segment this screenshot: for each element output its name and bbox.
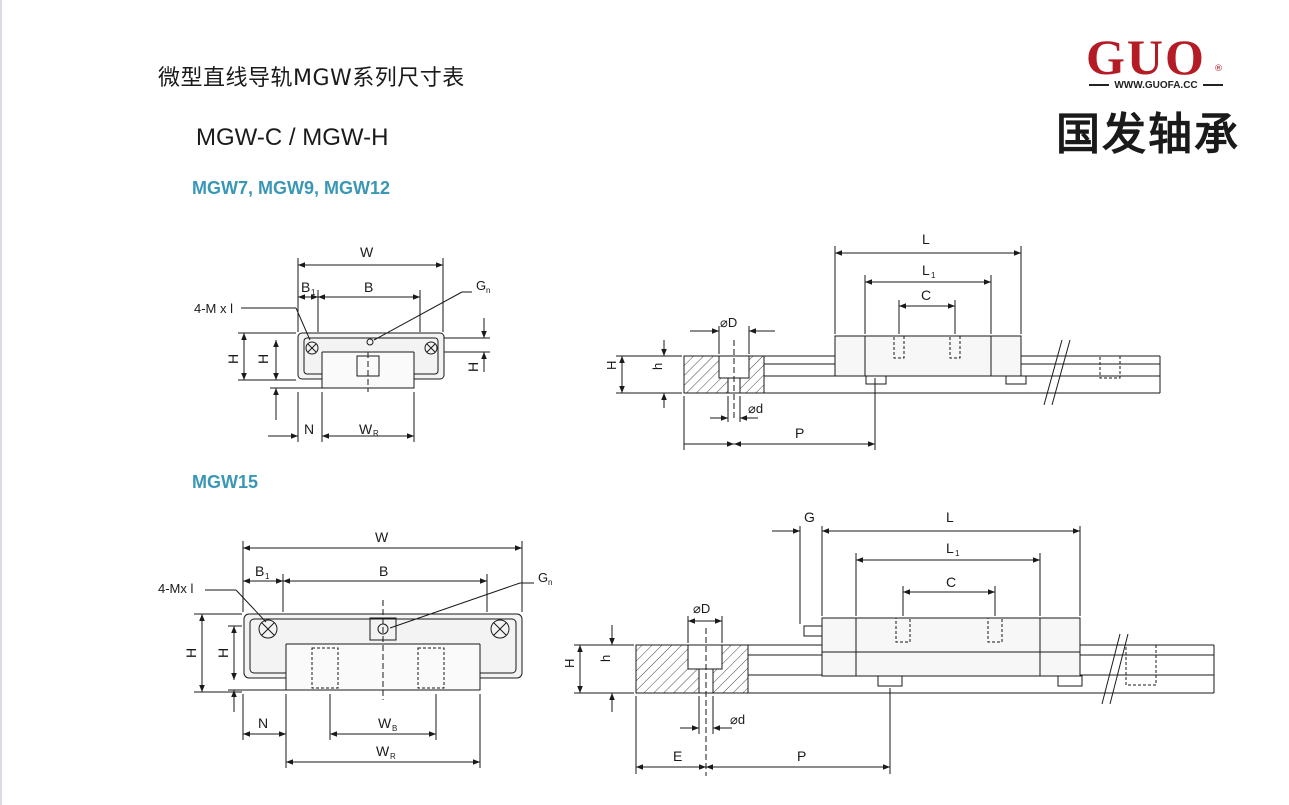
label-p: P [795, 425, 804, 441]
label-e-15: E [673, 748, 682, 764]
label-n: N [304, 421, 314, 437]
label-p-15: P [797, 748, 806, 764]
label-gn-sub-15: n [548, 578, 552, 587]
label-b: B [364, 279, 373, 295]
mgw15-end-labels: W B 1 B G n 4-Mx l H H N W B W R [158, 529, 552, 761]
label-h-small-15: h [598, 655, 613, 662]
label-gn: G [476, 278, 486, 293]
logo-chinese-name: 国发轴承 [1056, 109, 1240, 160]
mgw-small-side-labels: L L 1 C ⌀D H h ⌀d P [604, 231, 936, 441]
label-n-15: N [258, 715, 268, 731]
label-hr-15: H [562, 659, 577, 668]
label-hole-d: ⌀d [748, 401, 763, 416]
page-title: 微型直线导轨MGW系列尺寸表 [158, 66, 465, 91]
label-gn-sub: n [486, 286, 490, 295]
logo-registered-mark: ® [1214, 64, 1223, 74]
label-b1-15: B [255, 563, 264, 579]
group-title-small: MGW7, MGW9, MGW12 [192, 178, 390, 198]
label-b1: B [301, 279, 310, 295]
left-border [0, 0, 2, 805]
label-w-15: W [375, 529, 389, 545]
label-wr-sub: R [373, 429, 379, 438]
series-title: MGW-C / MGW-H [196, 124, 389, 151]
label-l1: L [922, 262, 930, 278]
label-l-15: L [946, 509, 954, 525]
label-b1-sub: 1 [311, 288, 316, 297]
label-wb-sub-15: B [392, 724, 397, 733]
label-g-15: G [804, 509, 815, 525]
label-l1-sub-15: 1 [955, 549, 960, 558]
label-wr-sub-15: R [390, 752, 396, 761]
logo-url: WWW.GUOFA.CC [1056, 80, 1256, 91]
company-logo: GUO ® WWW.GUOFA.CC 国发轴承 [1056, 28, 1256, 160]
label-mount-15: 4-Mx l [158, 581, 194, 596]
mgw-small-end-view [238, 258, 490, 442]
label-c-15: C [946, 574, 956, 590]
label-h1: H [255, 354, 271, 364]
label-gn-15: G [538, 570, 548, 585]
label-mount: 4-M x l [194, 301, 233, 316]
logo-brand: GUO [1086, 29, 1206, 85]
label-h: H [225, 354, 241, 364]
label-h1-15: H [215, 648, 231, 658]
mgw15-side-labels: G L L 1 C ⌀D H h ⌀d E P [562, 509, 960, 764]
label-b-15: B [379, 563, 388, 579]
label-wr: W [359, 421, 373, 437]
label-wb-15: W [378, 715, 392, 731]
label-h2: H [465, 362, 481, 372]
label-wr-15: W [376, 743, 390, 759]
label-b1-sub-15: 1 [265, 572, 270, 581]
mgw-small-end-labels: W B 1 B G n 4-M x l H H H N W R [194, 244, 490, 438]
mgw15-end-view [194, 541, 534, 768]
label-bore-d: ⌀D [720, 315, 737, 330]
group-title-mgw15: MGW15 [192, 472, 259, 492]
mgw15-side-view [574, 526, 1215, 776]
label-bore-d-15: ⌀D [693, 601, 710, 616]
label-hr: H [604, 361, 619, 370]
label-hole-d-15: ⌀d [730, 712, 745, 727]
mgw-small-side-view [616, 246, 1161, 450]
label-l1-15: L [946, 540, 954, 556]
label-l: L [922, 231, 930, 247]
label-c: C [921, 287, 931, 303]
label-h-15: H [183, 648, 199, 658]
label-l1-sub: 1 [931, 271, 936, 280]
label-h-small: h [650, 363, 665, 370]
label-w: W [360, 244, 374, 260]
